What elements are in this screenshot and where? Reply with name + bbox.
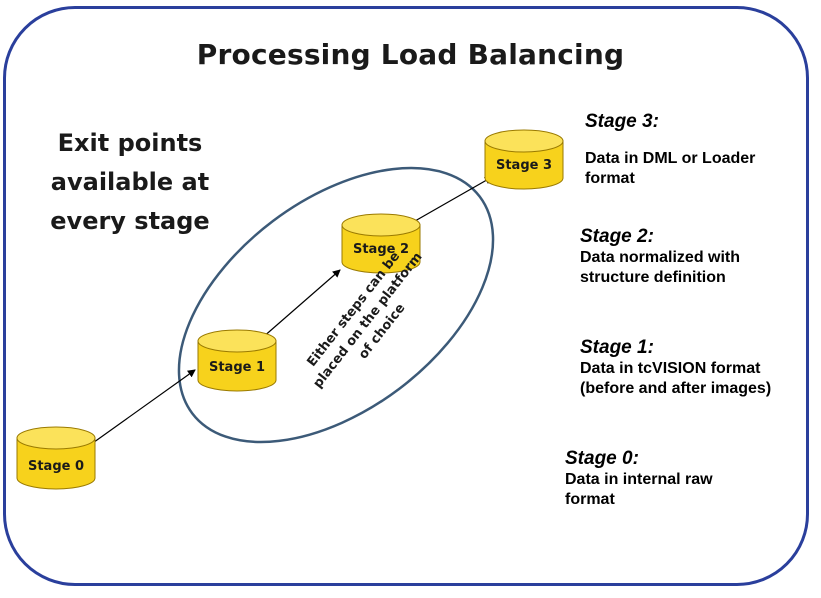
stage-1-heading: Stage 1: bbox=[580, 337, 654, 358]
stage-0-heading: Stage 0: bbox=[565, 448, 639, 469]
arrow-stage0-to-stage1 bbox=[89, 369, 196, 446]
stage-3-description: Stage 3: Data in DML or Loader format bbox=[585, 110, 755, 189]
stage-1-description: Stage 1: Data in tcVISION format (before… bbox=[580, 336, 771, 399]
exit-points-line: every stage bbox=[50, 207, 210, 235]
exit-points-line: Exit points bbox=[57, 129, 203, 157]
stage-1-desc-line: Data in tcVISION format bbox=[580, 360, 761, 377]
stage-0-desc-line: Data in internal raw bbox=[565, 471, 713, 488]
stage-1-desc-line: (before and after images) bbox=[580, 380, 772, 397]
arrow-stage1-to-stage2 bbox=[261, 269, 341, 339]
exit-points-line: available at bbox=[50, 168, 210, 196]
platform-ellipse bbox=[177, 166, 495, 444]
stage-3-heading: Stage 3: bbox=[585, 111, 659, 132]
stage-3-desc-line: Data in DML or Loader bbox=[585, 150, 756, 167]
stage-1-cylinder: Stage 1 bbox=[197, 329, 277, 392]
exit-points-text: Exit points available at every stage bbox=[30, 124, 230, 241]
stage-3-cylinder: Stage 3 bbox=[484, 129, 564, 190]
stage-2-heading: Stage 2: bbox=[580, 226, 654, 247]
stage-2-description: Stage 2: Data normalized with structure … bbox=[580, 225, 740, 288]
arrow-stage2-to-stage3 bbox=[407, 176, 493, 226]
stage-3-desc-line: format bbox=[585, 170, 635, 187]
stage-2-label: Stage 2 bbox=[353, 242, 409, 257]
stage-2-desc-line: structure definition bbox=[580, 269, 726, 286]
stage-3-label: Stage 3 bbox=[496, 158, 552, 173]
stage-2-cylinder: Stage 2 bbox=[341, 213, 421, 274]
diagram-title: Processing Load Balancing bbox=[196, 38, 625, 71]
stage-0-desc-line: format bbox=[565, 491, 615, 508]
stage-2-desc-line: Data normalized with bbox=[580, 249, 741, 266]
stage-0-cylinder: Stage 0 bbox=[16, 426, 96, 490]
stage-0-label: Stage 0 bbox=[28, 459, 84, 474]
stage-0-description: Stage 0: Data in internal raw format bbox=[565, 447, 713, 510]
stage-1-label: Stage 1 bbox=[209, 360, 265, 375]
slide-frame bbox=[3, 6, 809, 586]
